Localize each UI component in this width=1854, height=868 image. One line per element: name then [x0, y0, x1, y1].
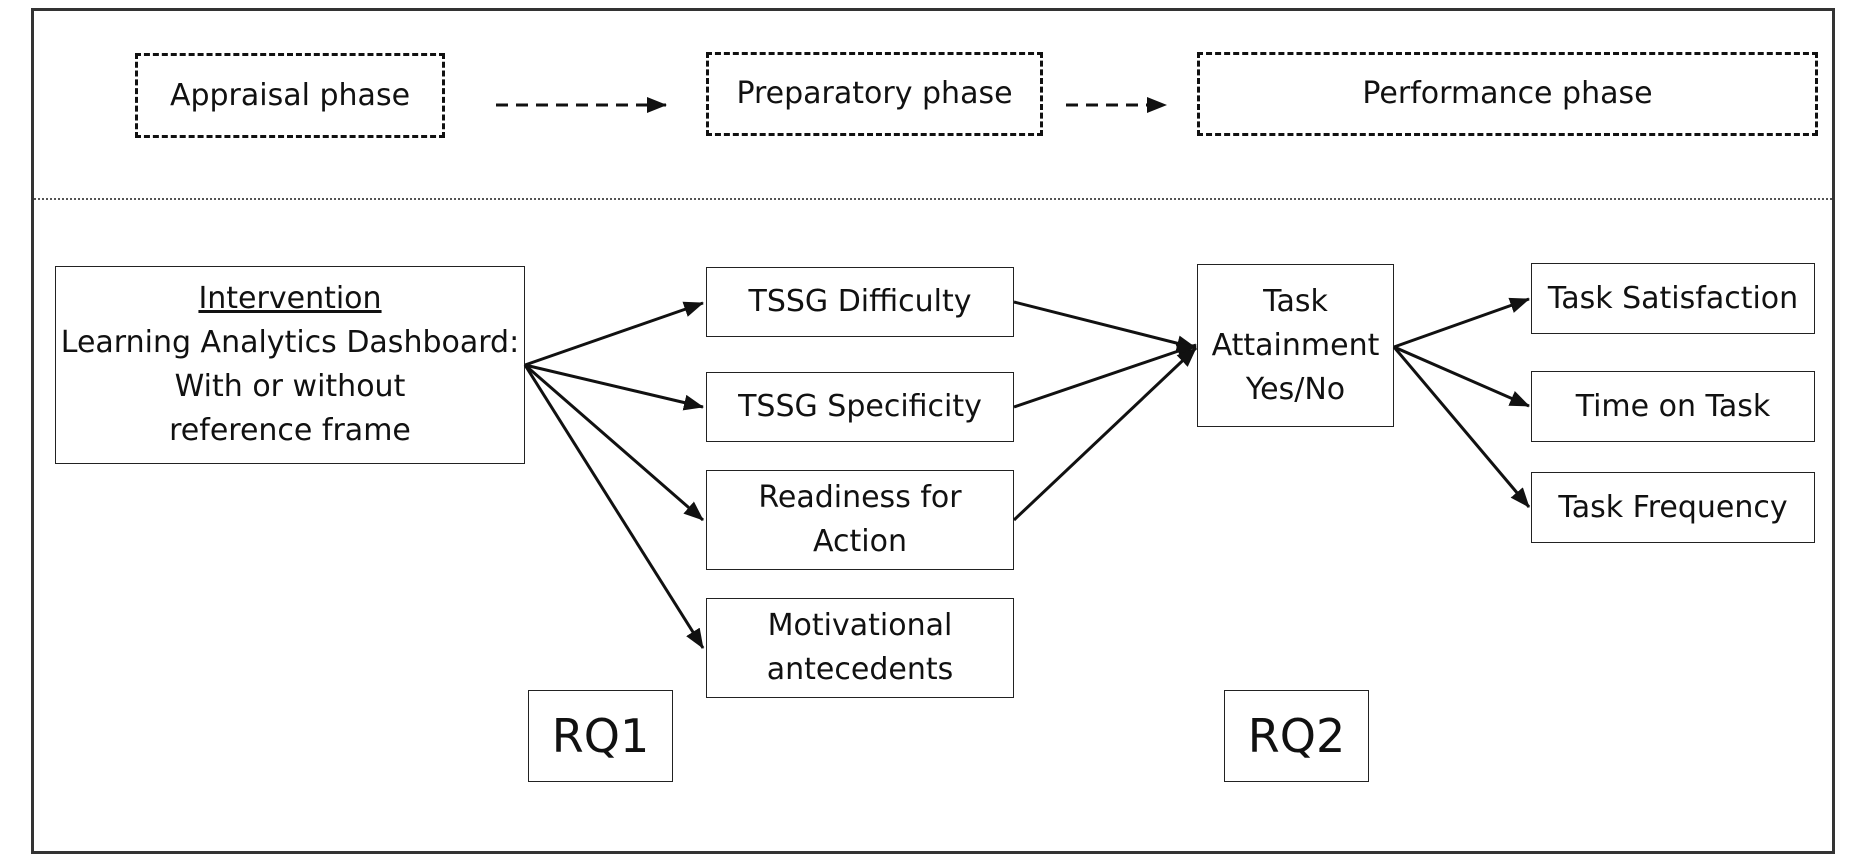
- intervention-line-3: reference frame: [169, 413, 411, 448]
- tssg-difficulty-label: TSSG Difficulty: [748, 284, 972, 319]
- tssg-difficulty-box: TSSG Difficulty: [706, 267, 1014, 337]
- task-satisfaction-box: Task Satisfaction: [1531, 263, 1815, 334]
- performance-phase-box: Performance phase: [1197, 52, 1818, 136]
- intervention-line-1: Learning Analytics Dashboard:: [60, 325, 520, 360]
- intervention-line-2: With or without: [174, 369, 406, 404]
- phase-divider-line: [34, 198, 1832, 200]
- task-frequency-label: Task Frequency: [1558, 489, 1788, 525]
- readiness-for-action-box: Readiness for Action: [706, 470, 1014, 570]
- attainment-line-2: Attainment: [1211, 327, 1380, 363]
- preparatory-phase-box: Preparatory phase: [706, 52, 1043, 136]
- rq1-label: RQ1: [551, 709, 650, 763]
- motivational-line-2: antecedents: [766, 652, 954, 687]
- rq2-box: RQ2: [1224, 690, 1369, 782]
- performance-phase-label: Performance phase: [1362, 76, 1653, 111]
- readiness-line-2: Action: [813, 524, 907, 559]
- intervention-box: Intervention Learning Analytics Dashboar…: [55, 266, 525, 464]
- appraisal-phase-box: Appraisal phase: [135, 53, 445, 138]
- rq2-label: RQ2: [1247, 709, 1346, 763]
- motivational-line-1: Motivational: [767, 608, 953, 643]
- rq1-box: RQ1: [528, 690, 673, 782]
- readiness-line-1: Readiness for: [758, 480, 962, 515]
- attainment-line-3: Yes/No: [1245, 371, 1346, 407]
- task-satisfaction-label: Task Satisfaction: [1547, 280, 1799, 316]
- intervention-title: Intervention: [198, 281, 382, 316]
- task-frequency-box: Task Frequency: [1531, 472, 1815, 543]
- task-attainment-box: Task Attainment Yes/No: [1197, 264, 1394, 427]
- attainment-line-1: Task: [1263, 283, 1328, 319]
- appraisal-phase-label: Appraisal phase: [169, 77, 411, 113]
- tssg-specificity-label: TSSG Specificity: [738, 389, 982, 424]
- time-on-task-label: Time on Task: [1575, 388, 1771, 424]
- diagram-frame: [31, 8, 1835, 854]
- motivational-antecedents-box: Motivational antecedents: [706, 598, 1014, 698]
- time-on-task-box: Time on Task: [1531, 371, 1815, 442]
- tssg-specificity-box: TSSG Specificity: [706, 372, 1014, 442]
- preparatory-phase-label: Preparatory phase: [736, 76, 1013, 111]
